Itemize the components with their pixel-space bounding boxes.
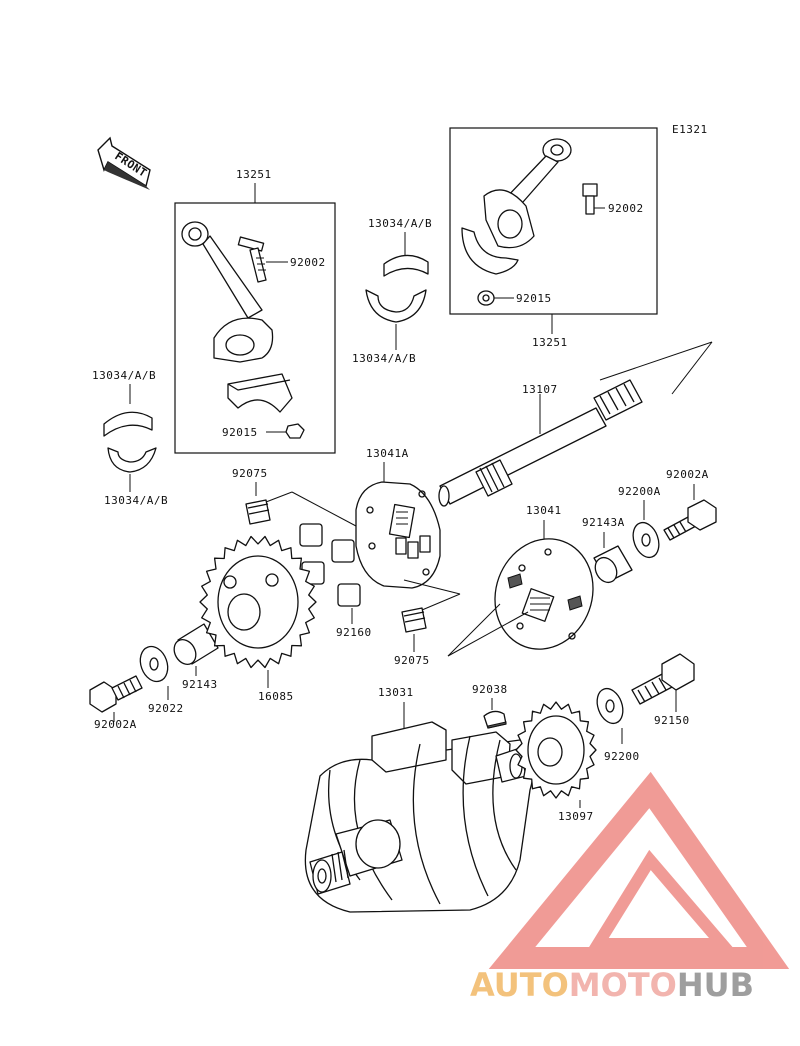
- washer-92200: 92200: [596, 687, 640, 763]
- watermark-text-auto: AUTOMOTOHUB: [470, 966, 754, 1004]
- label-13034-bottom-middle: 13034/A/B: [352, 352, 416, 365]
- label-92022: 92022: [148, 702, 184, 715]
- diagram-code: E1321: [672, 123, 708, 136]
- label-92015-left: 92015: [222, 426, 258, 439]
- connecting-rod-box-left: 13251 92002 92015: [174, 168, 336, 454]
- shaft-13107: [438, 341, 713, 507]
- label-92075-bottom: 92075: [394, 654, 430, 667]
- label-13041: 13041: [526, 504, 562, 517]
- connecting-rod-right: [483, 138, 572, 249]
- rod-cap-right: [461, 227, 519, 275]
- label-13107: 13107: [522, 383, 558, 396]
- label-92160: 92160: [336, 626, 372, 639]
- connecting-rod-left: [181, 221, 274, 363]
- label-13031: 13031: [378, 686, 414, 699]
- label-92002-right: 92002: [608, 202, 644, 215]
- label-92200: 92200: [604, 750, 640, 763]
- label-13041A: 13041A: [366, 447, 409, 460]
- bolt-92002-right: [582, 183, 598, 215]
- pin-92075-bottom: 92075: [394, 579, 461, 667]
- label-92150: 92150: [654, 714, 690, 727]
- pin-92075-top: 92075: [232, 467, 357, 527]
- coupling-hub-13041A: 13041A: [355, 447, 441, 589]
- crankshaft-13031: 13031: [304, 686, 534, 913]
- bearing-shells-middle: 13034/A/B 13034/A/B: [352, 217, 432, 365]
- label-92002-left: 92002: [290, 256, 326, 269]
- front-arrow-icon: FRONT: [97, 136, 151, 190]
- label-13034-bottom-left: 13034/A/B: [104, 494, 168, 507]
- bolt-92002-left: [237, 236, 267, 283]
- washer-92200A: 92200A: [618, 485, 661, 559]
- label-92002A-right: 92002A: [666, 468, 709, 481]
- dampers-92160: 92160: [299, 523, 372, 639]
- label-92143: 92143: [182, 678, 218, 691]
- bolt-92150: 92150: [631, 653, 695, 727]
- bearing-shells-left: 13034/A/B 13034/A/B: [92, 369, 168, 507]
- nut-92015-left: [285, 423, 305, 439]
- watermark-logo: AUTOMOTOHUB: [470, 771, 790, 1004]
- label-92002A-left: 92002A: [94, 718, 137, 731]
- gear-16085: 16085: [199, 535, 317, 703]
- coupling-hub-13041: 13041: [447, 504, 594, 657]
- label-13097: 13097: [558, 810, 594, 823]
- label-16085: 16085: [258, 690, 294, 703]
- nut-92015-right: [477, 290, 495, 306]
- label-13251-left: 13251: [236, 168, 272, 181]
- bolt-92002A-right: 92002A: [663, 468, 717, 541]
- label-92075-top: 92075: [232, 467, 268, 480]
- collar-92143: 92143: [173, 623, 219, 691]
- label-92038: 92038: [472, 683, 508, 696]
- label-92143A: 92143A: [582, 516, 625, 529]
- bolt-92002A-left: 92002A: [89, 675, 143, 731]
- label-13251-right: 13251: [532, 336, 568, 349]
- key-92038: 92038: [472, 683, 508, 729]
- collar-92143A: 92143A: [582, 516, 633, 584]
- connecting-rod-box-right: 13251 92002 92015: [449, 127, 658, 349]
- label-13034-top-left: 13034/A/B: [92, 369, 156, 382]
- rod-cap-left: [227, 373, 293, 413]
- washer-92022: 92022: [139, 645, 184, 715]
- label-92015-right: 92015: [516, 292, 552, 305]
- gear-13097: 13097: [515, 701, 597, 823]
- label-13034-top-middle: 13034/A/B: [368, 217, 432, 230]
- label-92200A: 92200A: [618, 485, 661, 498]
